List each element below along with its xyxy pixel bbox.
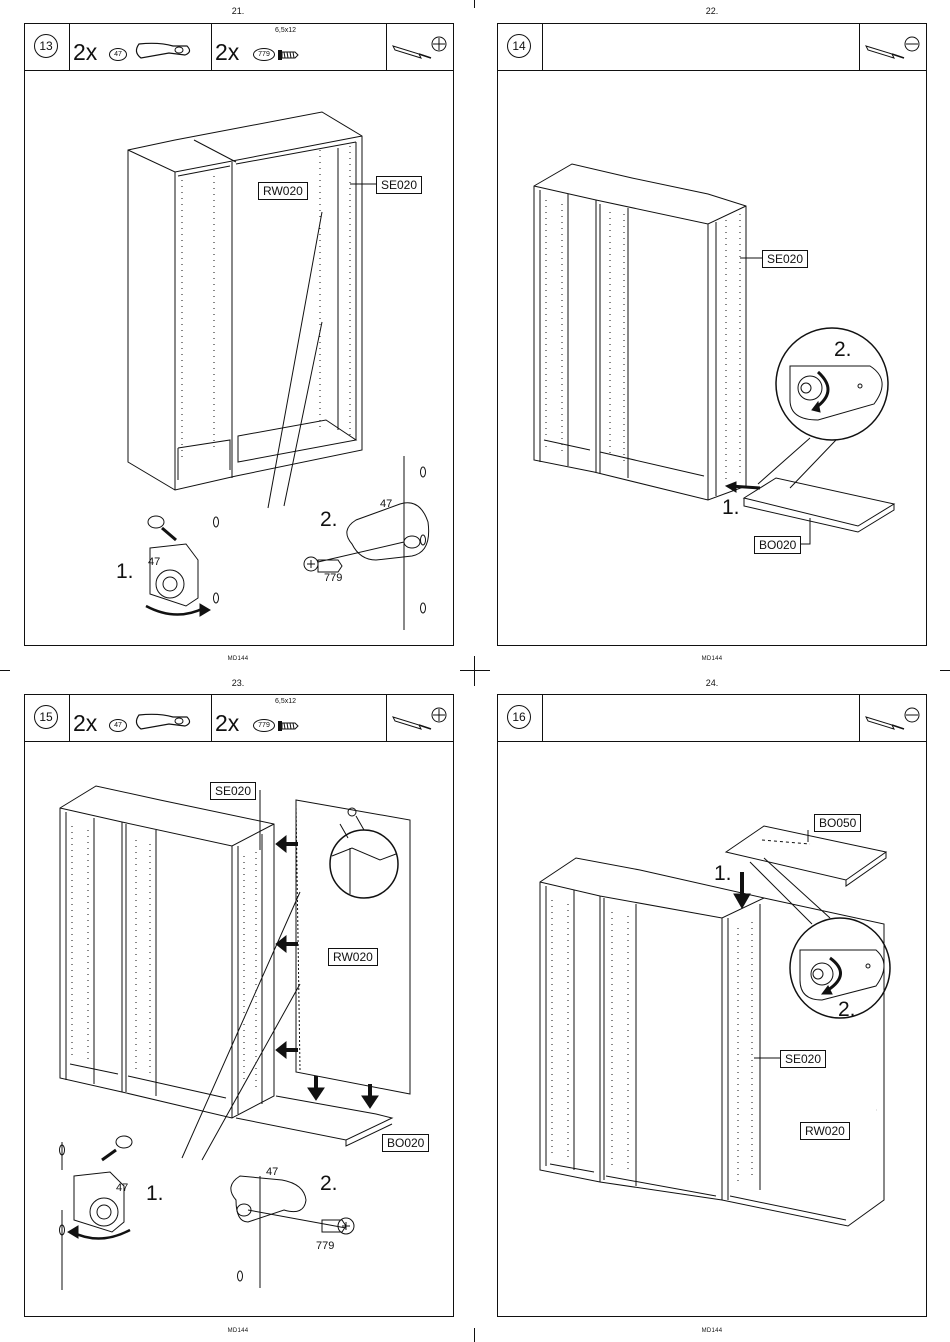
panel-header: 16: [498, 695, 926, 742]
step-number: 13: [34, 34, 58, 58]
part-label: BO020: [754, 536, 801, 554]
part-number: 779: [253, 48, 275, 61]
step-cell: 16: [498, 695, 543, 741]
screw-icon: [277, 719, 299, 733]
crop-mark: [0, 670, 10, 671]
part-callout: 779: [316, 1240, 334, 1252]
panel-header: 13 2x 47 2x 779 6,5x12: [25, 24, 453, 71]
part-callout: 779: [324, 572, 342, 584]
cam-lock-icon: [129, 38, 197, 64]
part-number: 47: [109, 48, 127, 61]
page-number: 21.: [208, 6, 268, 16]
part-quantity: 2x: [215, 40, 239, 64]
screw-size: 6,5x12: [275, 27, 296, 34]
part-quantity: 2x: [73, 40, 97, 64]
screw-icon: [277, 48, 299, 62]
substep-number: 2.: [320, 1172, 338, 1196]
screwdriver-icon: [864, 34, 922, 64]
part-label: BO020: [382, 1134, 429, 1152]
crop-mark: [460, 670, 490, 671]
step-cell: 15: [25, 695, 70, 741]
crop-mark: [940, 670, 950, 671]
crop-mark: [474, 1328, 475, 1342]
part-label: RW020: [800, 1122, 850, 1140]
part-callout: 47: [266, 1166, 278, 1178]
instruction-panel: 14: [497, 23, 927, 646]
page-footer: MD144: [208, 1328, 268, 1334]
substep-number: 1.: [722, 496, 740, 520]
panel-header: 14: [498, 24, 926, 71]
page-number: 23.: [208, 678, 268, 688]
tool-cell: [859, 695, 926, 741]
page-number: 22.: [682, 6, 742, 16]
step-number: 16: [507, 705, 531, 729]
page-number: 24.: [682, 678, 742, 688]
part-number: 47: [109, 719, 127, 732]
part-callout: 47: [148, 556, 160, 568]
crop-mark: [474, 0, 475, 8]
screw-size: 6,5x12: [275, 698, 296, 705]
screwdriver-icon: [391, 705, 449, 735]
cam-lock-icon: [129, 709, 197, 735]
part-label: SE020: [376, 176, 422, 194]
page-footer: MD144: [682, 656, 742, 662]
step-number: 15: [34, 705, 58, 729]
part-label: SE020: [780, 1050, 826, 1068]
substep-number: 1.: [146, 1182, 164, 1206]
substep-number: 2.: [838, 998, 856, 1022]
crop-mark: [474, 656, 475, 686]
part-label: BO050: [814, 814, 861, 832]
page-footer: MD144: [682, 1328, 742, 1334]
part-label: RW020: [328, 948, 378, 966]
tool-cell: [859, 24, 926, 70]
part-quantity: 2x: [215, 711, 239, 735]
substep-number: 1.: [116, 560, 134, 584]
step-cell: 14: [498, 24, 543, 70]
substep-number: 2.: [320, 508, 338, 532]
step-cell: 13: [25, 24, 70, 70]
page-footer: MD144: [208, 656, 268, 662]
substep-number: 2.: [834, 338, 852, 362]
part-label: RW020: [258, 182, 308, 200]
part-quantity: 2x: [73, 711, 97, 735]
screwdriver-icon: [391, 34, 449, 64]
part-label: SE020: [762, 250, 808, 268]
part-callout: 47: [116, 1182, 128, 1194]
tool-cell: [386, 695, 453, 741]
step-number: 14: [507, 34, 531, 58]
header-divider: [211, 24, 212, 70]
instruction-panel: 16: [497, 694, 927, 1317]
panel-header: 15 2x 47 2x 779 6,5x12: [25, 695, 453, 742]
tool-cell: [386, 24, 453, 70]
instruction-panel: 13 2x 47 2x 779 6,5x12: [24, 23, 454, 646]
part-label: SE020: [210, 782, 256, 800]
part-callout: 47: [380, 498, 392, 510]
screwdriver-icon: [864, 705, 922, 735]
substep-number: 1.: [714, 862, 732, 886]
header-divider: [211, 695, 212, 741]
part-number: 779: [253, 719, 275, 732]
